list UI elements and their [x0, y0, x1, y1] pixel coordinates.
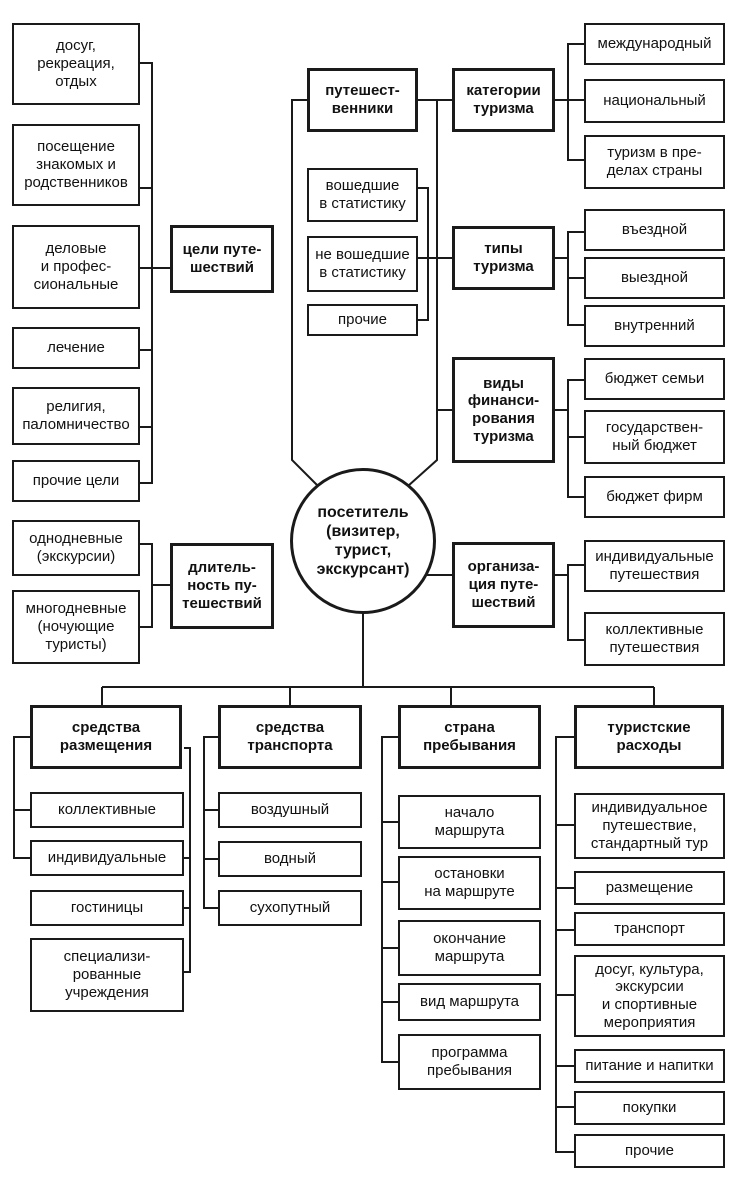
goal-religion: религия, паломничество	[12, 387, 140, 445]
category-national: национальный	[584, 79, 725, 123]
type-inbound: въездной	[584, 209, 725, 251]
category-domestic: туризм в пре- делах страны	[584, 135, 725, 189]
goal-business: деловые и профес- сиональные	[12, 225, 140, 309]
accommodation-specialized: специализи- рованные учреждения	[30, 938, 184, 1012]
country-stay-program: программа пребывания	[398, 1034, 541, 1090]
transport-land: сухопутный	[218, 890, 362, 926]
type-outbound: выездной	[584, 257, 725, 299]
expense-accommodation: размещение	[574, 871, 725, 905]
organization-title: организа- ция путе- шествий	[452, 542, 555, 628]
goals-title: цели путе- шествий	[170, 225, 274, 293]
organization-collective: коллективные путешествия	[584, 612, 725, 666]
country-route-stops: остановки на маршруте	[398, 856, 541, 910]
categories-title: категории туризма	[452, 68, 555, 132]
type-internal: внутренний	[584, 305, 725, 347]
financing-family: бюджет семьи	[584, 358, 725, 400]
transport-air: воздушный	[218, 792, 362, 828]
expense-leisure-culture: досуг, культура, экскурсии и спортивные …	[574, 955, 725, 1037]
travelers-other: прочие	[307, 304, 418, 336]
expense-transport: транспорт	[574, 912, 725, 946]
goal-leisure: досуг, рекреация, отдых	[12, 23, 140, 105]
travelers-counted: вошедшие в статистику	[307, 168, 418, 222]
accommodation-collective: коллективные	[30, 792, 184, 828]
duration-one-day: однодневные (экскурсии)	[12, 520, 140, 576]
country-route-type: вид маршрута	[398, 983, 541, 1021]
duration-title: длитель- ность пу- тешествий	[170, 543, 274, 629]
types-title: типы туризма	[452, 226, 555, 290]
goal-treatment: лечение	[12, 327, 140, 369]
category-international: международный	[584, 23, 725, 65]
goal-visiting-relatives: посещение знакомых и родственников	[12, 124, 140, 206]
expense-food-drinks: питание и напитки	[574, 1049, 725, 1083]
accommodation-title: средства размещения	[30, 705, 182, 769]
country-title: страна пребывания	[398, 705, 541, 769]
country-route-start: начало маршрута	[398, 795, 541, 849]
goal-other: прочие цели	[12, 460, 140, 502]
transport-water: водный	[218, 841, 362, 877]
travelers-not-counted: не вошедшие в статистику	[307, 236, 418, 292]
travelers-title: путешест- венники	[307, 68, 418, 132]
accommodation-individual: индивидуальные	[30, 840, 184, 876]
transport-title: средства транспорта	[218, 705, 362, 769]
organization-individual: индивидуальные путешествия	[584, 540, 725, 592]
expense-shopping: покупки	[574, 1091, 725, 1125]
expenses-title: туристские расходы	[574, 705, 724, 769]
expense-package-tour: индивидуальное путешествие, стандартный …	[574, 793, 725, 859]
visitor-circle: посетитель (визитер, турист, экскурсант)	[290, 468, 436, 614]
expense-other: прочие	[574, 1134, 725, 1168]
country-route-end: окончание маршрута	[398, 920, 541, 976]
financing-companies: бюджет фирм	[584, 476, 725, 518]
financing-state: государствен- ный бюджет	[584, 410, 725, 464]
financing-title: виды финанси- рования туризма	[452, 357, 555, 463]
accommodation-hotels: гостиницы	[30, 890, 184, 926]
duration-multi-day: многодневные (ночующие туристы)	[12, 590, 140, 664]
